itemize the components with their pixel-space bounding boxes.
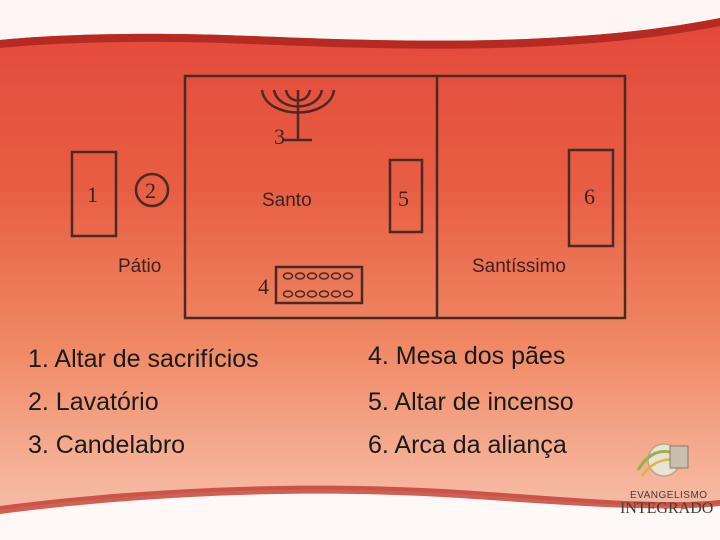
label-patio: Pátio <box>118 256 162 277</box>
bottom-decorative-wave <box>0 485 720 540</box>
tabernacle-plan <box>70 74 627 320</box>
incense-altar-box <box>388 158 424 234</box>
marker-4: 4 <box>258 274 269 299</box>
logo-text-top: EVANGELISMO <box>630 490 708 501</box>
label-santissimo: Santíssimo <box>472 256 566 277</box>
showbread-loaves <box>282 272 354 298</box>
candelabrum-icon <box>260 89 336 142</box>
legend-item-1: 1. Altar de sacrifícios <box>28 345 259 373</box>
showbread-table <box>274 265 364 305</box>
legend-item-4: 4. Mesa dos pães <box>368 342 566 370</box>
top-decorative-wave <box>0 0 720 49</box>
marker-1: 1 <box>87 182 98 207</box>
legend-item-6: 6. Arca da aliança <box>368 431 567 459</box>
legend-item-2: 2. Lavatório <box>28 388 159 416</box>
marker-6: 6 <box>584 184 595 209</box>
tabernacle-border <box>183 74 627 320</box>
logo-emblem-icon <box>636 443 689 477</box>
marker-2: 2 <box>145 178 156 203</box>
laver-circle <box>134 172 170 208</box>
legend-item-3: 3. Candelabro <box>28 431 186 459</box>
altar-box <box>70 150 118 238</box>
marker-3: 3 <box>274 124 285 149</box>
legend-item-5: 5. Altar de incenso <box>368 388 574 416</box>
marker-5: 5 <box>398 186 409 211</box>
label-santo: Santo <box>262 190 312 211</box>
tabernacle-outline <box>70 74 627 320</box>
ministry-logo: EVANGELISMO INTEGRADO <box>618 440 718 530</box>
ark-box <box>567 148 615 248</box>
logo-text-bottom: INTEGRADO <box>620 500 714 517</box>
